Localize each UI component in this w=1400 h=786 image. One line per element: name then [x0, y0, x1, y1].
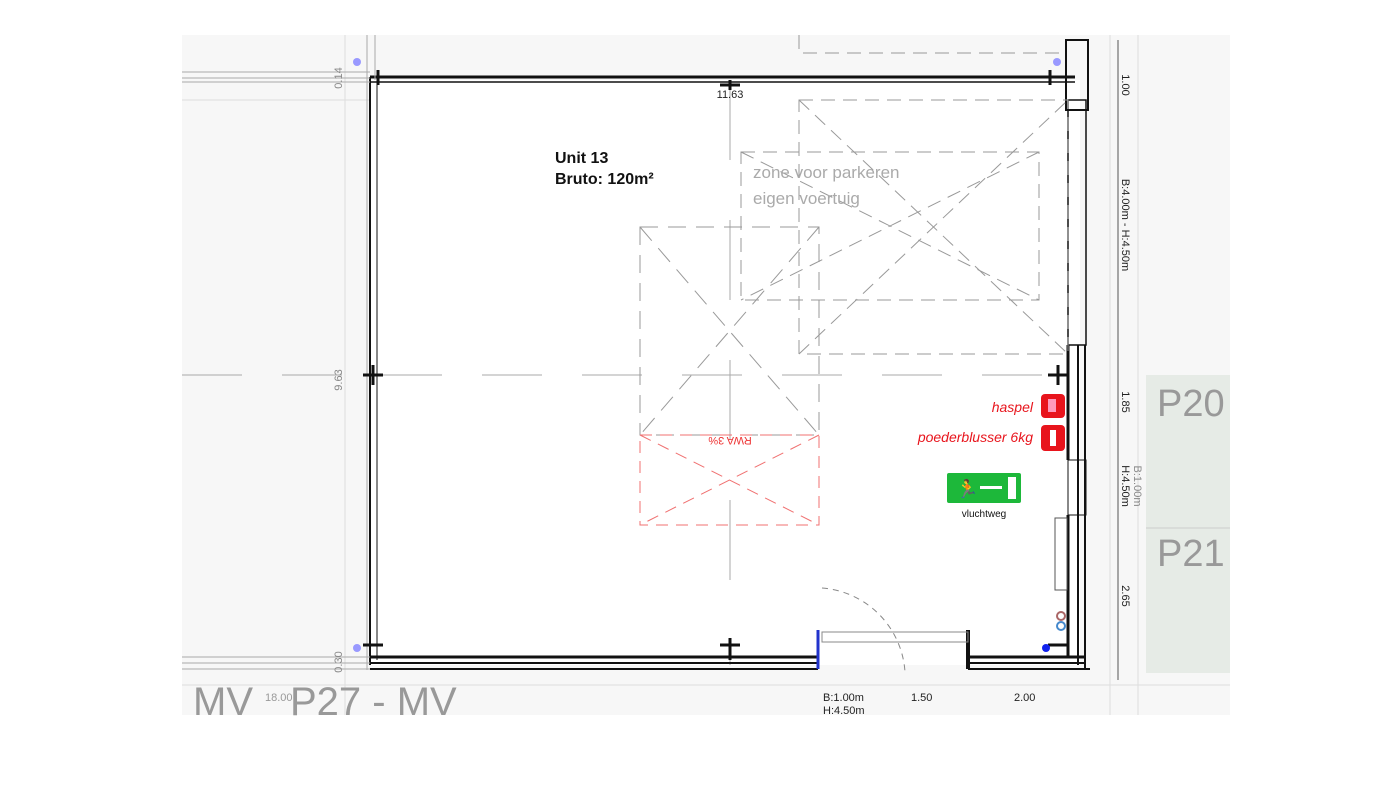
- extinguisher-label: poederblusser 6kg: [917, 429, 1033, 445]
- door-swing[interactable]: [821, 587, 906, 673]
- rwa-zone: [639, 434, 820, 526]
- rwa-label: RWA 3%: [708, 434, 752, 446]
- columns: [363, 70, 1068, 660]
- haspel-label: haspel: [992, 399, 1034, 415]
- dim-bottom-far: 18.00: [265, 692, 293, 704]
- exit-door-icon: [1008, 477, 1016, 499]
- side-panel: [1054, 517, 1068, 591]
- dim-bottom-1: 1.50: [911, 692, 932, 704]
- adjacent-walls: [182, 35, 376, 670]
- dim-right-bottom: 2.65: [1119, 585, 1131, 606]
- dim-top-left: 0.14: [333, 67, 345, 88]
- hose-reel-glyph: [1048, 399, 1056, 412]
- label-p27-mv: P27 - MV: [290, 680, 457, 724]
- unit-floor: [370, 80, 1080, 665]
- marker-dot: [1042, 644, 1050, 652]
- dim-right-door: B:4.00m - H:4.50m: [1119, 179, 1131, 271]
- zone-label-2: eigen voertuig: [753, 189, 860, 208]
- utility-icon: [1056, 621, 1066, 631]
- zone-label-1: zone voor parkeren: [753, 163, 899, 182]
- parking-zone: [740, 35, 1069, 355]
- dim-side-door-h: H:4.50m: [1119, 465, 1131, 507]
- running-man-icon: 🏃: [956, 478, 978, 499]
- label-mv: MV: [193, 680, 253, 724]
- utility-icon: [1056, 611, 1066, 621]
- door-leaf: [821, 631, 969, 643]
- parking-area: [1146, 375, 1230, 673]
- extinguisher-glyph: [1050, 430, 1056, 446]
- parking-p20: P20: [1157, 383, 1225, 425]
- dim-bottom-door-b: B:1.00m: [823, 692, 864, 704]
- dim-right-top: 1.00: [1119, 74, 1131, 95]
- dim-bottom-2: 2.00: [1014, 692, 1035, 704]
- exit-arrow-icon: [980, 486, 1002, 489]
- dim-bottom-left: 0.30: [333, 651, 345, 672]
- parking-p21: P21: [1157, 533, 1225, 575]
- walls: [369, 39, 1090, 670]
- dim-left: 9.63: [333, 369, 345, 390]
- exit-label: vluchtweg: [962, 509, 1006, 520]
- unit-name: Unit 13: [555, 150, 608, 167]
- dim-top: 11.63: [717, 89, 744, 101]
- grid-lines: [182, 35, 1230, 715]
- dim-side-door-b: B:1.00m: [1131, 466, 1143, 507]
- dim-bottom-door-h: H:4.50m: [823, 705, 865, 717]
- unit-area: Bruto: 120m²: [555, 171, 654, 188]
- corner-markers: [353, 58, 1061, 652]
- dim-right-mid: 1.85: [1119, 391, 1131, 412]
